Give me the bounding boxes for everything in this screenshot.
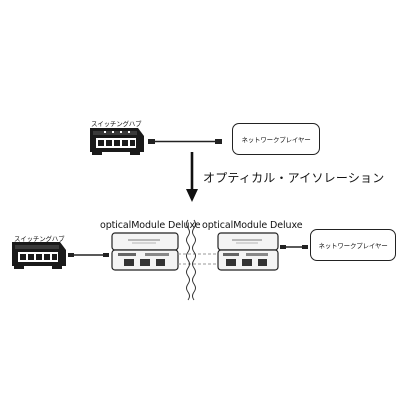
top-ethernet-cable bbox=[148, 139, 222, 144]
isolation-wave-icon bbox=[186, 219, 196, 301]
down-arrow-icon bbox=[186, 152, 198, 202]
left-module-title: opticalModule Deluxe bbox=[100, 220, 201, 231]
bottom-network-player-box: ネットワークプレイヤー bbox=[310, 229, 396, 261]
bottom-network-player-label: ネットワークプレイヤー bbox=[318, 242, 388, 250]
right-optical-module-icon bbox=[217, 232, 279, 271]
bottom-hub-label: スイッチングハブ bbox=[14, 235, 65, 243]
optical-link bbox=[178, 253, 218, 265]
bottom-cable-hub-to-module bbox=[68, 253, 109, 257]
top-network-player-label: ネットワークプレイヤー bbox=[241, 136, 311, 144]
top-network-player-box: ネットワークプレイヤー bbox=[232, 123, 320, 155]
isolation-caption: オプティカル・アイソレーション bbox=[203, 171, 385, 185]
bottom-switching-hub-icon bbox=[12, 242, 66, 269]
right-module-title: opticalModule Deluxe bbox=[202, 220, 303, 231]
top-hub-label: スイッチングハブ bbox=[91, 120, 142, 128]
left-optical-module-icon bbox=[111, 232, 179, 271]
top-switching-hub-icon bbox=[90, 128, 144, 155]
bottom-cable-module-to-player bbox=[280, 245, 308, 249]
